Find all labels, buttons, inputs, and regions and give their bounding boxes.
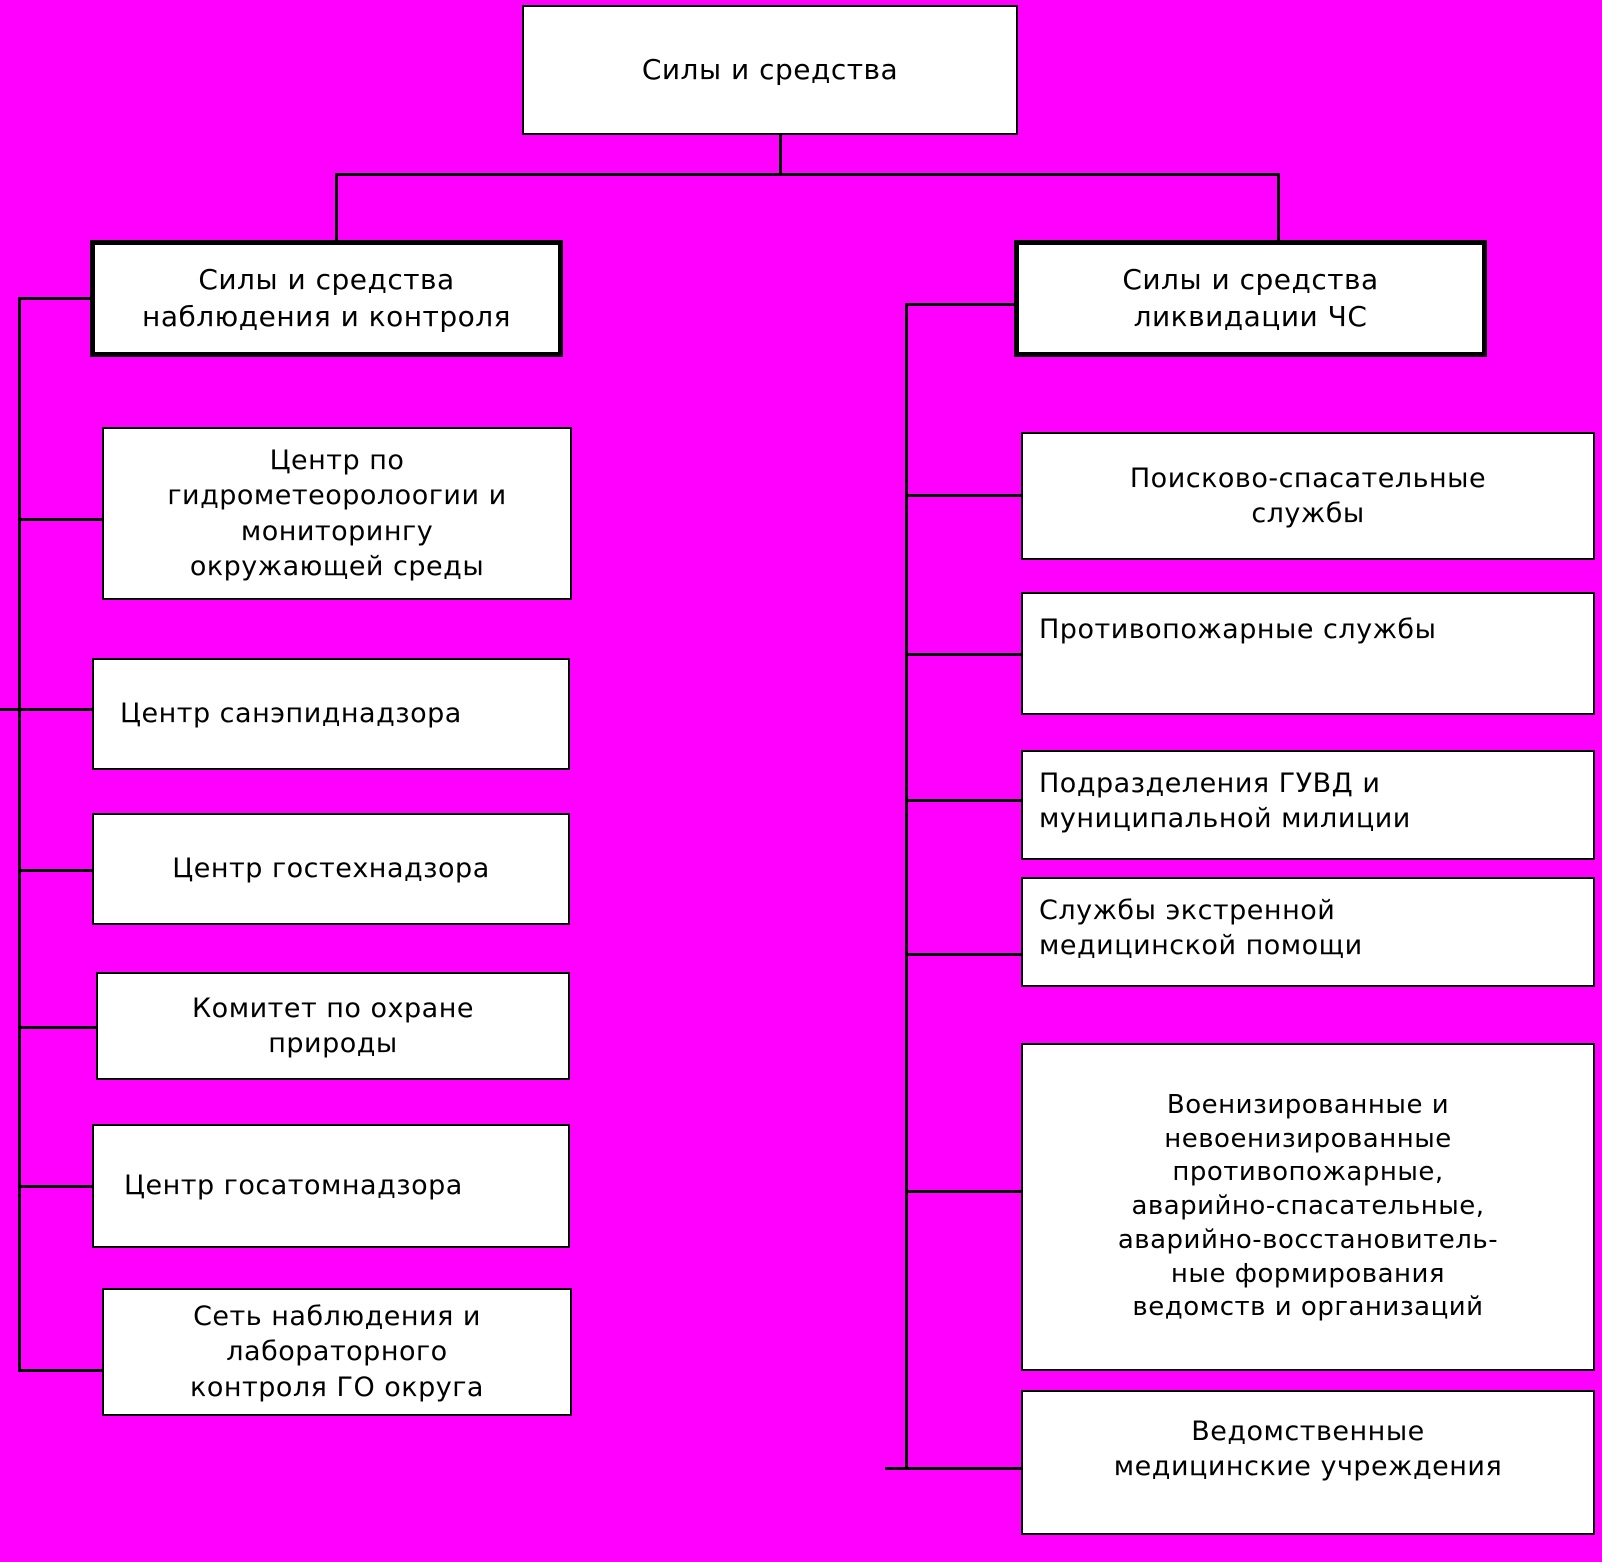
connector-right-stub-1 (905, 494, 1023, 497)
connector-right-stub-6 (885, 1467, 1023, 1470)
node-branch-observation-header-label: Силы и средства наблюдения и контроля (142, 263, 511, 333)
node-branch-observation-header[interactable]: Силы и средства наблюдения и контроля (90, 240, 563, 357)
node-liquidation-child-6[interactable]: Ведомственные медицинские учреждения (1021, 1390, 1595, 1535)
connector-left-stub-5 (18, 1185, 104, 1188)
node-observation-child-1-label: Центр по гидрометеоролоогии и мониторинг… (167, 445, 507, 582)
connector-root-bus (335, 173, 1280, 176)
connector-left-stub-6 (18, 1369, 104, 1372)
node-observation-child-1[interactable]: Центр по гидрометеоролоогии и мониторинг… (102, 427, 572, 600)
node-observation-child-2-label: Центр санэпиднадзора (120, 698, 462, 730)
node-liquidation-child-1-label: Поисково-спасательные службы (1129, 462, 1487, 529)
connector-right-stub-3 (905, 799, 1023, 802)
connector-root-stem (779, 134, 782, 176)
connector-left-header-stub (18, 297, 100, 300)
connector-left-stub-2 (0, 708, 104, 711)
node-observation-child-4[interactable]: Комитет по охране природы (96, 972, 570, 1080)
node-root[interactable]: Силы и средства (522, 5, 1018, 135)
node-observation-child-3-label: Центр гостехнадзора (172, 853, 490, 885)
connector-root-to-right-header (1277, 173, 1280, 243)
node-liquidation-child-3-label: Подразделения ГУВД и муниципальной милиц… (1039, 768, 1411, 835)
node-observation-child-6-label: Сеть наблюдения и лабораторного контроля… (190, 1301, 484, 1403)
connector-right-header-stub (905, 303, 1015, 306)
node-observation-child-6[interactable]: Сеть наблюдения и лабораторного контроля… (102, 1288, 572, 1416)
connector-right-stub-5 (905, 1190, 1023, 1193)
connector-right-stub-4 (905, 953, 1023, 956)
node-observation-child-5[interactable]: Центр госатомнадзора (92, 1124, 570, 1248)
node-observation-child-3[interactable]: Центр гостехнадзора (92, 813, 570, 925)
node-liquidation-child-4-label: Службы экстренной медицинской помощи (1039, 895, 1363, 962)
node-liquidation-child-5-label: Военизированные и невоенизированные прот… (1117, 1089, 1499, 1323)
connector-left-stub-4 (18, 1026, 104, 1029)
node-branch-liquidation-header-label: Силы и средства ликвидации ЧС (1122, 263, 1379, 333)
connector-left-trunk (18, 297, 21, 1372)
node-liquidation-child-5[interactable]: Военизированные и невоенизированные прот… (1021, 1043, 1595, 1371)
node-liquidation-child-4[interactable]: Службы экстренной медицинской помощи (1021, 877, 1595, 987)
node-observation-child-4-label: Комитет по охране природы (192, 992, 474, 1059)
node-liquidation-child-1[interactable]: Поисково-спасательные службы (1021, 432, 1595, 560)
node-observation-child-5-label: Центр госатомнадзора (124, 1170, 463, 1202)
node-liquidation-child-6-label: Ведомственные медицинские учреждения (1113, 1416, 1503, 1483)
node-branch-liquidation-header[interactable]: Силы и средства ликвидации ЧС (1014, 240, 1487, 357)
connector-left-stub-3 (18, 869, 104, 872)
connector-right-trunk (905, 303, 908, 1468)
node-liquidation-child-3[interactable]: Подразделения ГУВД и муниципальной милиц… (1021, 750, 1595, 860)
node-liquidation-child-2-label: Противопожарные службы (1039, 614, 1437, 645)
node-liquidation-child-2[interactable]: Противопожарные службы (1021, 592, 1595, 715)
connector-right-stub-2 (905, 653, 1023, 656)
connector-root-to-left-header (335, 173, 338, 243)
node-root-label: Силы и средства (641, 52, 899, 86)
node-observation-child-2[interactable]: Центр санэпиднадзора (92, 658, 570, 770)
connector-left-stub-1 (18, 518, 104, 521)
